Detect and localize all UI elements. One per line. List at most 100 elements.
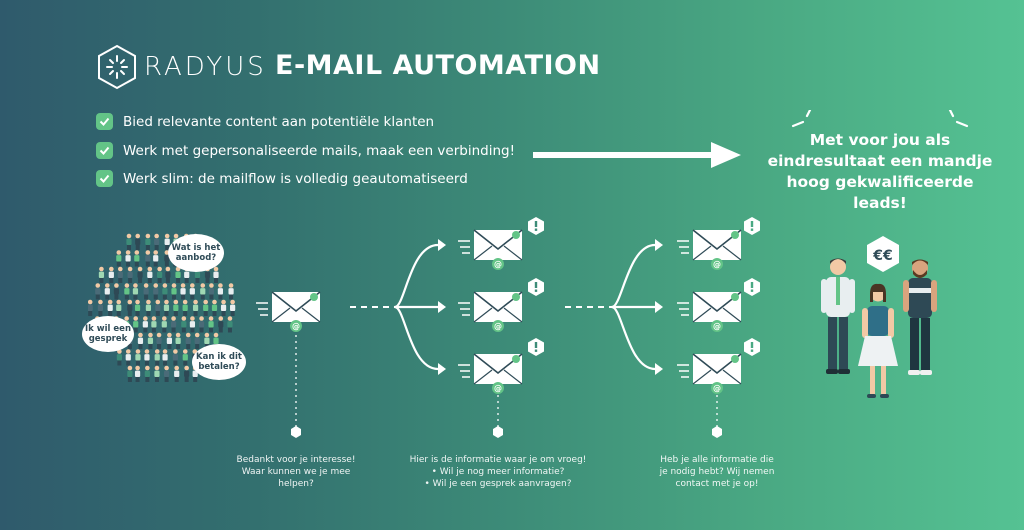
leads-people-illustration: €€ bbox=[821, 236, 937, 398]
svg-text:@: @ bbox=[713, 322, 721, 331]
crowd-person-icon bbox=[181, 316, 187, 333]
crowd-person-icon bbox=[227, 316, 233, 333]
svg-text:@: @ bbox=[494, 260, 502, 269]
crowd-person-icon bbox=[104, 283, 110, 300]
radyus-logo-icon bbox=[98, 44, 136, 90]
bullet-item: Werk met gepersonaliseerde mails, maak e… bbox=[96, 142, 515, 159]
bullet-text: Werk met gepersonaliseerde mails, maak e… bbox=[123, 142, 515, 159]
crowd-person-icon bbox=[161, 316, 167, 333]
caption-step-2: Hier is de informatie waar je om vroeg!•… bbox=[409, 455, 587, 489]
crowd-person-icon bbox=[134, 365, 141, 382]
crowd-person-icon bbox=[108, 266, 114, 283]
check-icon bbox=[96, 170, 113, 187]
crowd-person-icon bbox=[208, 316, 214, 333]
crowd-person-icon bbox=[127, 299, 133, 316]
crowd-person-icon bbox=[127, 266, 133, 283]
crowd-person-icon bbox=[124, 283, 130, 300]
email-envelope-icon: @ bbox=[458, 353, 523, 394]
crowd-person-icon bbox=[170, 316, 177, 333]
crowd-person-icon bbox=[137, 266, 143, 283]
crowd-person-icon bbox=[137, 332, 144, 349]
crowd-person-icon bbox=[184, 365, 190, 382]
crowd-person-icon bbox=[116, 299, 122, 316]
email-envelope-icon: @ bbox=[677, 291, 742, 332]
crowd-person-icon bbox=[155, 299, 161, 316]
crowd-person-icon bbox=[98, 266, 105, 283]
crowd-person-icon bbox=[203, 299, 209, 316]
crowd-person-icon bbox=[208, 283, 215, 300]
crowd-person-icon bbox=[162, 283, 168, 300]
crowd-person-icon bbox=[117, 266, 123, 283]
crowd-person-icon bbox=[228, 283, 234, 300]
crowd-person-icon bbox=[200, 283, 206, 300]
crowd-person-icon bbox=[132, 283, 139, 300]
crowd-person-icon bbox=[164, 233, 170, 250]
crowd-person-icon bbox=[133, 316, 139, 333]
svg-text:@: @ bbox=[713, 384, 721, 393]
crowd-person-icon bbox=[147, 266, 153, 283]
crowd-person-icon bbox=[165, 266, 171, 283]
crowd-person-icon bbox=[95, 283, 101, 300]
crowd-person-icon bbox=[126, 233, 132, 250]
crowd-person-icon bbox=[153, 283, 159, 300]
crowd-person-icon bbox=[192, 299, 199, 316]
result-text: Met voor jou als eindresultaat een mandj… bbox=[767, 131, 993, 212]
crowd-person-icon bbox=[220, 299, 227, 316]
crowd-person-icon bbox=[116, 250, 122, 267]
crowd-person-icon bbox=[166, 332, 173, 349]
crowd-person-icon bbox=[172, 349, 178, 366]
crowd-person-icon bbox=[145, 250, 151, 267]
crowd-person-icon bbox=[107, 299, 113, 316]
bullet-text: Bied relevante content aan potentiële kl… bbox=[123, 113, 435, 130]
caption-step-1: Bedankt voor je interesse!Waar kunnen we… bbox=[236, 455, 356, 489]
exclamation-icon bbox=[528, 217, 760, 356]
svg-text:@: @ bbox=[494, 384, 502, 393]
crowd-person-icon bbox=[189, 316, 196, 333]
crowd-person-icon bbox=[97, 299, 104, 316]
crowd-person-icon bbox=[164, 365, 170, 382]
crowd-person-icon bbox=[125, 250, 131, 267]
crowd-person-icon bbox=[153, 250, 159, 267]
crowd-person-icon bbox=[144, 365, 150, 382]
crowd-person-icon bbox=[143, 283, 149, 300]
big-arrow-icon bbox=[533, 142, 741, 168]
crowd-person-icon bbox=[125, 349, 131, 366]
crowd-person-icon bbox=[147, 332, 154, 349]
crowd-person-icon bbox=[163, 299, 170, 316]
crowd-person-icon bbox=[162, 349, 168, 366]
crowd-person-icon bbox=[182, 349, 188, 366]
crowd-person-icon bbox=[217, 283, 224, 300]
crowd-person-icon bbox=[171, 283, 177, 300]
crowd-person-icon bbox=[157, 266, 163, 283]
crowd-person-icon bbox=[154, 349, 160, 366]
crowd-person-icon bbox=[174, 365, 180, 382]
crowd-person-icon bbox=[218, 316, 224, 333]
crowd-person-icon bbox=[145, 299, 152, 316]
crowd-person-icon bbox=[144, 349, 150, 366]
bullet-item: Werk slim: de mailflow is volledig geaut… bbox=[96, 170, 468, 187]
crowd-person-icon bbox=[134, 250, 140, 267]
crowd-person-icon bbox=[145, 233, 151, 250]
page-title: E-MAIL AUTOMATION bbox=[275, 50, 601, 81]
crowd-person-icon bbox=[135, 349, 141, 366]
crowd-person-icon bbox=[182, 299, 188, 316]
svg-text:@: @ bbox=[494, 322, 502, 331]
crowd-person-icon bbox=[198, 316, 205, 333]
crowd-person-icon bbox=[156, 332, 162, 349]
crowd-person-icon bbox=[230, 299, 236, 316]
bullet-item: Bied relevante content aan potentiële kl… bbox=[96, 113, 434, 130]
crowd-person-icon bbox=[142, 316, 148, 333]
email-envelope-icon: @ bbox=[677, 353, 742, 394]
svg-text:@: @ bbox=[713, 260, 721, 269]
crowd-person-icon bbox=[134, 299, 141, 316]
crowd-person-icon bbox=[173, 299, 179, 316]
check-icon bbox=[96, 113, 113, 130]
brand-name: RADYUS bbox=[144, 52, 267, 82]
email-envelope-icon: @ bbox=[458, 229, 523, 270]
crowd-person-icon bbox=[213, 266, 219, 283]
